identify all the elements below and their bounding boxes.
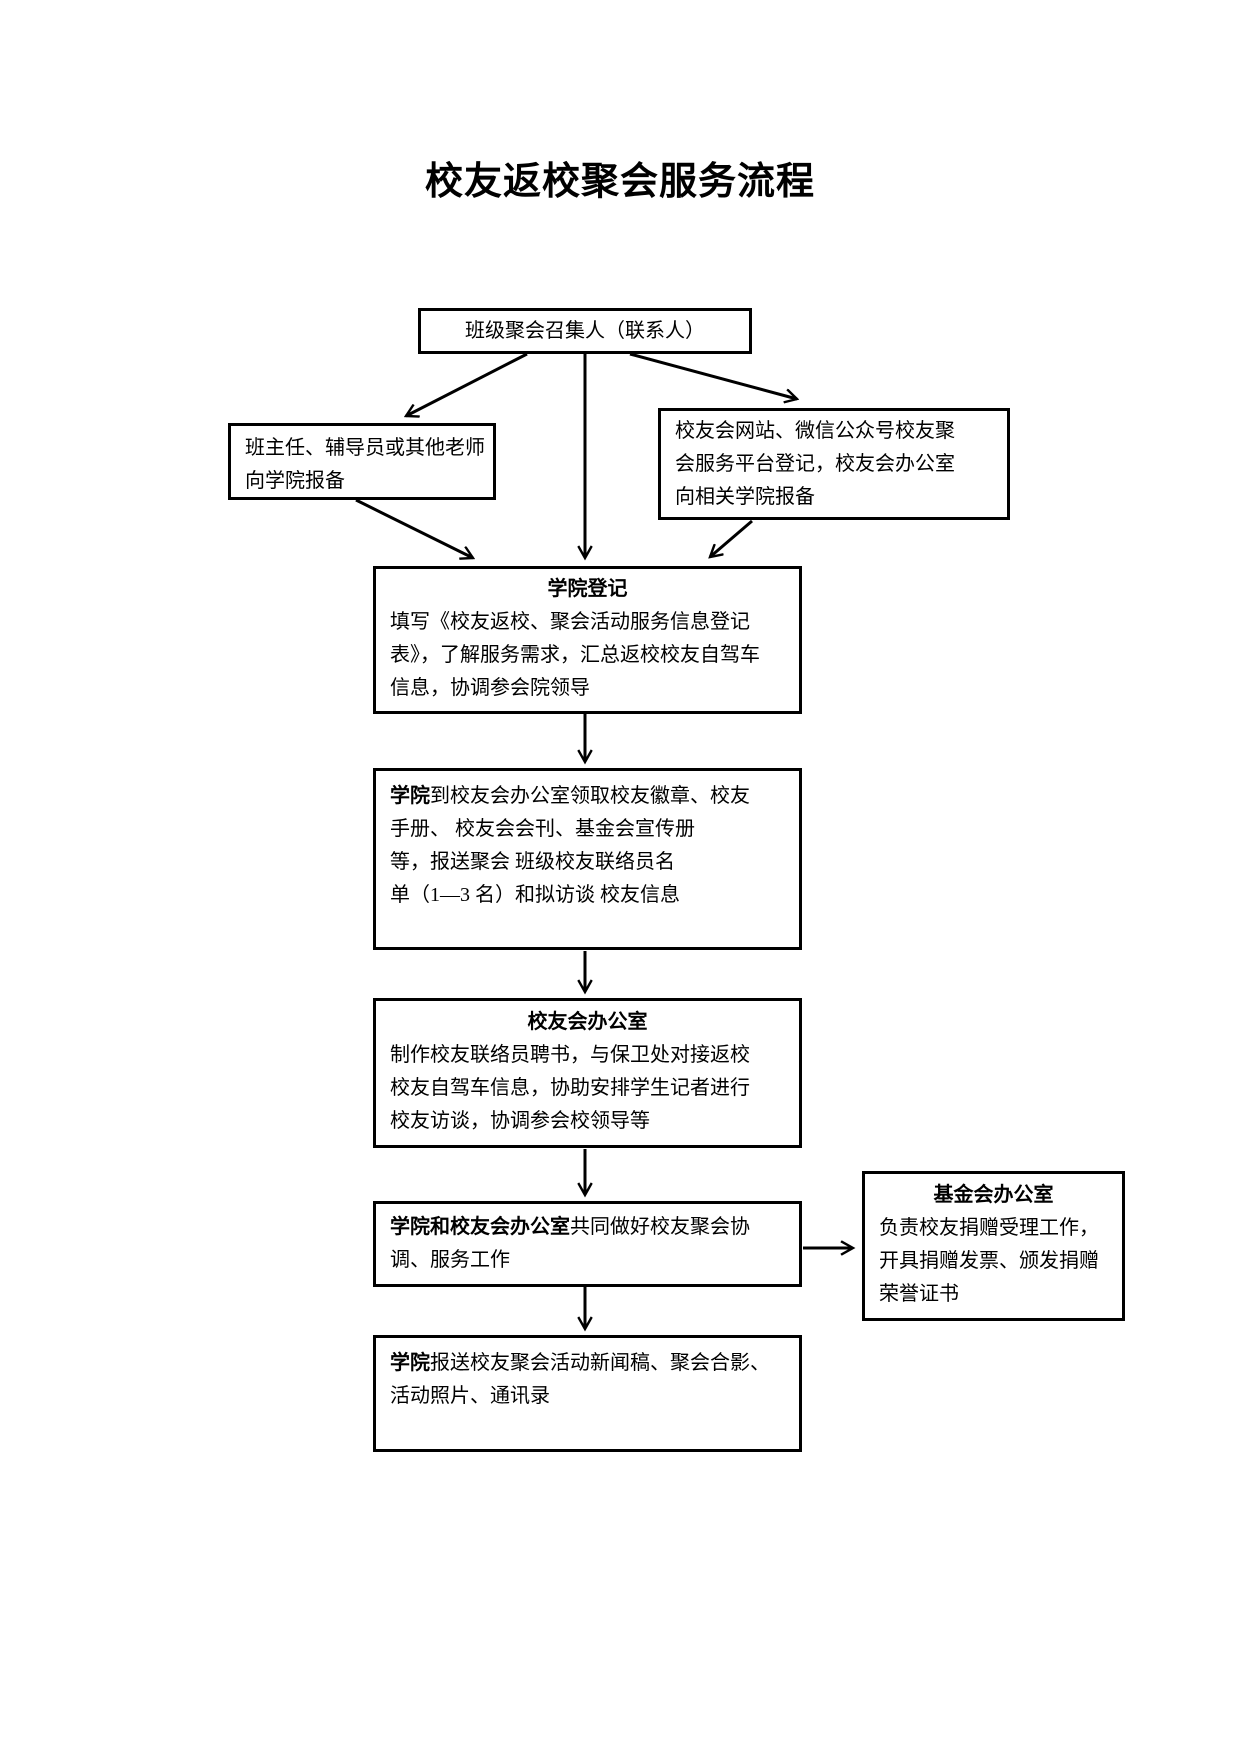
report-box-line2: 活动照片、通讯录 bbox=[390, 1385, 550, 1407]
foundation-box-line1: 负责校友捐赠受理工作， bbox=[879, 1217, 1099, 1239]
alumni-office-box: 校友会办公室 制作校友联络员聘书，与保卫处对接返校 校友自驾车信息，协助安排学生… bbox=[373, 998, 802, 1148]
college-pickup-line2: 手册、 校友会会刊、基金会宣传册 bbox=[390, 818, 695, 840]
convener-box-text: 班级聚会召集人（联系人） bbox=[465, 319, 705, 342]
arrow-convener-to-teacher bbox=[406, 352, 528, 416]
report-box-line1: 学院报送校友聚会活动新闻稿、聚会合影、 bbox=[390, 1352, 770, 1374]
joint-box-line1: 学院和校友会办公室共同做好校友聚会协 bbox=[390, 1216, 750, 1238]
joint-box-bold-lead: 学院和校友会办公室 bbox=[390, 1216, 570, 1238]
convener-box: 班级聚会召集人（联系人） bbox=[418, 308, 752, 354]
college-register-line1: 填写《校友返校、聚会活动服务信息登记 bbox=[390, 611, 750, 633]
foundation-box-line2: 开具捐赠发票、颁发捐赠 bbox=[879, 1250, 1099, 1272]
joint-box: 学院和校友会办公室共同做好校友聚会协 调、服务工作 bbox=[373, 1201, 802, 1287]
college-pickup-line4: 单（1—3 名）和拟访谈 校友信息 bbox=[390, 884, 680, 906]
teacher-box-line1: 班主任、辅导员或其他老师 bbox=[245, 437, 485, 459]
page-title: 校友返校聚会服务流程 bbox=[424, 161, 815, 203]
college-pickup-box: 学院到校友会办公室领取校友徽章、校友 手册、 校友会会刊、基金会宣传册 等，报送… bbox=[373, 768, 802, 950]
college-register-line3: 信息，协调参会院领导 bbox=[390, 677, 590, 699]
college-pickup-bold-lead: 学院 bbox=[390, 785, 430, 807]
college-register-line2: 表》，了解服务需求，汇总返校校友自驾车 bbox=[390, 644, 760, 666]
teacher-box: 班主任、辅导员或其他老师 向学院报备 bbox=[228, 423, 496, 500]
college-pickup-line1: 学院到校友会办公室领取校友徽章、校友 bbox=[390, 785, 750, 807]
foundation-box-title: 基金会办公室 bbox=[933, 1184, 1054, 1206]
college-register-title: 学院登记 bbox=[547, 578, 628, 600]
college-pickup-line3: 等，报送聚会 班级校友联络员名 bbox=[390, 851, 675, 873]
arrow-convener-to-platform bbox=[629, 352, 797, 399]
arrow-platform-to-register bbox=[710, 519, 753, 557]
platform-box: 校友会网站、微信公众号校友聚 会服务平台登记，校友会办公室 向相关学院报备 bbox=[658, 408, 1010, 520]
joint-box-line2: 调、服务工作 bbox=[390, 1249, 510, 1271]
foundation-box-line3: 荣誉证书 bbox=[879, 1283, 959, 1305]
platform-box-line3: 向相关学院报备 bbox=[675, 486, 815, 508]
report-box-bold-lead: 学院 bbox=[390, 1352, 430, 1374]
college-register-box: 学院登记 填写《校友返校、聚会活动服务信息登记 表》，了解服务需求，汇总返校校友… bbox=[373, 566, 802, 714]
alumni-office-line3: 校友访谈，协调参会校领导等 bbox=[390, 1110, 650, 1132]
arrow-teacher-to-register bbox=[355, 498, 473, 558]
alumni-office-line1: 制作校友联络员聘书，与保卫处对接返校 bbox=[390, 1044, 750, 1066]
platform-box-line1: 校友会网站、微信公众号校友聚 bbox=[675, 420, 955, 442]
teacher-box-line2: 向学院报备 bbox=[245, 470, 345, 492]
alumni-office-line2: 校友自驾车信息，协助安排学生记者进行 bbox=[390, 1077, 750, 1099]
report-box: 学院报送校友聚会活动新闻稿、聚会合影、 活动照片、通讯录 bbox=[373, 1335, 802, 1452]
platform-box-line2: 会服务平台登记，校友会办公室 bbox=[675, 453, 955, 475]
alumni-office-title: 校友会办公室 bbox=[527, 1011, 648, 1033]
foundation-box: 基金会办公室 负责校友捐赠受理工作， 开具捐赠发票、颁发捐赠 荣誉证书 bbox=[862, 1171, 1125, 1321]
